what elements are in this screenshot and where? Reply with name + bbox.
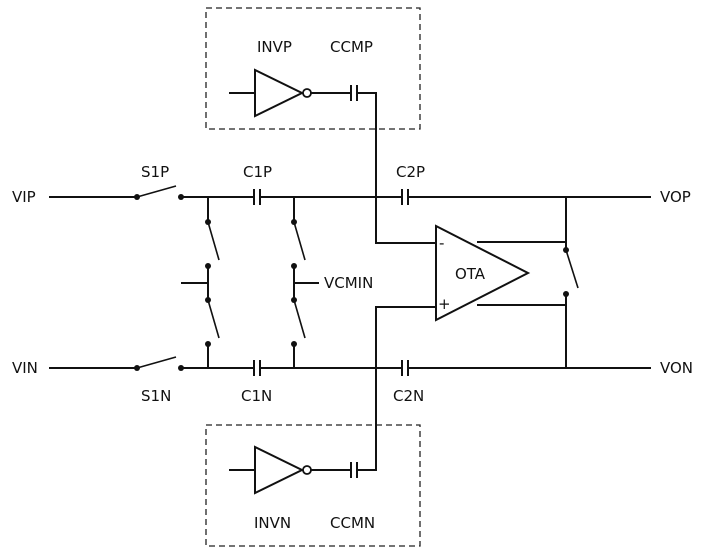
c2p-label: C2P: [396, 163, 425, 181]
bottom-dashed-box: [205, 424, 421, 547]
c2n-label: C2N: [393, 387, 424, 405]
invn-ccmn-block: INVN CCMN: [205, 306, 437, 547]
top-dashed-box: [205, 7, 421, 130]
invn-bubble: [302, 465, 312, 475]
c1n-label: C1N: [241, 387, 272, 405]
s1p-label: S1P: [141, 163, 169, 181]
right-top-switch-blade: [293, 221, 306, 261]
negative-path: VIN S1N C1N C2N VON: [12, 356, 693, 405]
ccmp-to-ota-minus-wire: [356, 92, 437, 244]
invp-label: INVP: [257, 38, 292, 56]
invp-ccmp-block: INVP CCMP: [205, 7, 437, 244]
ota-plus-sign: +: [438, 295, 451, 313]
reset-switch-blade: [565, 249, 579, 289]
ota-triangle: [435, 224, 531, 322]
vin-label: VIN: [12, 359, 38, 377]
right-bottom-switch-blade: [293, 299, 306, 339]
s1n-label: S1N: [141, 387, 171, 405]
invp-inverter: [254, 68, 305, 118]
ccmn-label: CCMN: [330, 514, 375, 532]
left-top-switch-blade: [207, 221, 220, 261]
vcmin-label: VCMIN: [324, 274, 373, 292]
left-bottom-switch-blade: [207, 299, 220, 339]
s1n-switch-blade: [136, 356, 177, 369]
invn-inverter: [254, 445, 305, 495]
s1p-switch-blade: [136, 185, 177, 198]
ota-label: OTA: [455, 265, 486, 283]
invn-label: INVN: [254, 514, 291, 532]
vip-label: VIP: [12, 188, 36, 206]
invp-bubble: [302, 88, 312, 98]
ota-block: OTA - +: [435, 224, 567, 322]
c1p-label: C1P: [243, 163, 272, 181]
vop-label: VOP: [660, 188, 691, 206]
ota-minus-sign: -: [439, 234, 444, 252]
ccmn-to-ota-plus-wire: [356, 306, 437, 471]
ccmp-label: CCMP: [330, 38, 373, 56]
positive-path: VIP S1P C1P C2P VOP: [12, 163, 691, 206]
von-label: VON: [660, 359, 693, 377]
vcmin-switch-network: VCMIN: [291, 196, 373, 369]
left-switch-network: [181, 196, 220, 369]
output-reset-switch: [563, 196, 579, 369]
